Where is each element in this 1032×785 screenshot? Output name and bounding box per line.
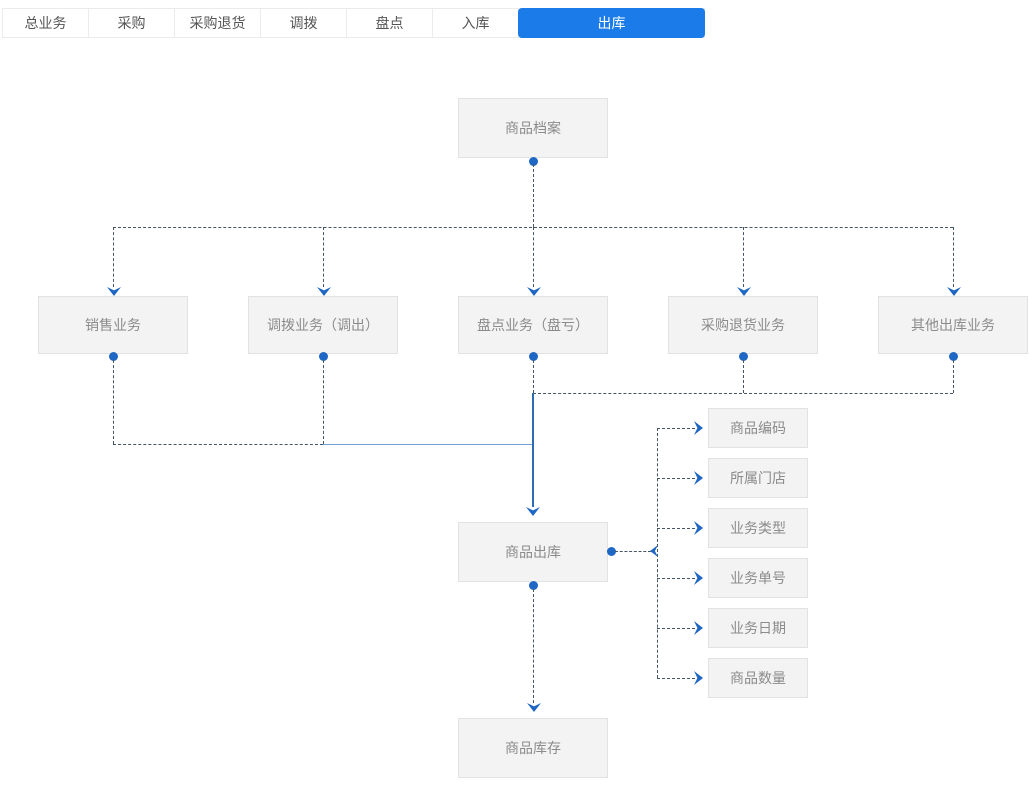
arrow-right-icon — [694, 471, 703, 485]
endpoint-dot — [607, 547, 616, 556]
tab-purchase-return[interactable]: 采购退货 — [175, 9, 261, 37]
arrow-right-icon — [694, 421, 703, 435]
connector-line — [113, 444, 323, 445]
node-sales-business: 销售业务 — [38, 296, 188, 354]
connector-line — [743, 227, 744, 287]
arrow-down-icon — [526, 507, 540, 516]
arrow-down-icon — [107, 287, 121, 296]
attr-business-date: 业务日期 — [708, 608, 808, 648]
connector-line — [657, 478, 695, 479]
connector-line — [657, 628, 695, 629]
attr-product-code: 商品编码 — [708, 408, 808, 448]
connector-line — [657, 428, 658, 678]
connector-line — [323, 444, 532, 445]
arrow-down-icon — [737, 287, 751, 296]
connector-line — [953, 360, 954, 393]
arrow-down-icon — [947, 287, 961, 296]
connector-line — [657, 678, 695, 679]
endpoint-dot — [319, 352, 328, 361]
tab-outbound[interactable]: 出库 — [518, 8, 705, 38]
node-purchase-return-business: 采购退货业务 — [668, 296, 818, 354]
connector-line — [743, 360, 744, 393]
tab-transfer[interactable]: 调拨 — [261, 9, 347, 37]
tab-purchase[interactable]: 采购 — [89, 9, 175, 37]
attr-business-order-no: 业务单号 — [708, 558, 808, 598]
tab-total-business[interactable]: 总业务 — [3, 9, 89, 37]
attr-product-quantity: 商品数量 — [708, 658, 808, 698]
connector-line — [657, 578, 695, 579]
connector-line — [533, 164, 534, 227]
arrow-right-icon — [694, 571, 703, 585]
node-stocktake-loss-business: 盘点业务（盘亏） — [458, 296, 608, 354]
endpoint-dot — [949, 352, 958, 361]
node-product-archive: 商品档案 — [458, 98, 608, 158]
endpoint-dot — [529, 352, 538, 361]
arrow-right-icon — [694, 671, 703, 685]
endpoint-dot — [109, 352, 118, 361]
arrow-right-icon — [694, 621, 703, 635]
node-product-outbound: 商品出库 — [458, 522, 608, 582]
attr-business-type: 业务类型 — [708, 508, 808, 548]
attr-store: 所属门店 — [708, 458, 808, 498]
connector-line — [533, 227, 534, 287]
node-transfer-out-business: 调拨业务（调出） — [248, 296, 398, 354]
node-other-outbound-business: 其他出库业务 — [878, 296, 1028, 354]
arrow-down-icon — [527, 287, 541, 296]
endpoint-dot — [529, 157, 538, 166]
connector-line — [533, 360, 534, 393]
endpoint-dot — [529, 581, 538, 590]
tab-stocktake[interactable]: 盘点 — [347, 9, 433, 37]
connector-line — [532, 393, 534, 507]
arrow-down-icon — [317, 287, 331, 296]
tab-bar: 总业务 采购 采购退货 调拨 盘点 入库 出库 — [2, 8, 705, 38]
connector-line — [533, 589, 534, 703]
tab-inbound[interactable]: 入库 — [433, 9, 519, 37]
connector-line — [657, 428, 695, 429]
connector-line — [323, 227, 324, 287]
brace-junction-icon — [650, 545, 658, 557]
connector-line — [113, 360, 114, 444]
connector-line — [323, 360, 324, 444]
arrow-right-icon — [694, 521, 703, 535]
arrow-down-icon — [527, 703, 541, 712]
endpoint-dot — [739, 352, 748, 361]
connector-line — [615, 551, 651, 552]
connector-line — [533, 393, 953, 394]
node-product-inventory: 商品库存 — [458, 718, 608, 778]
connector-line — [953, 227, 954, 287]
connector-line — [657, 528, 695, 529]
connector-line — [113, 227, 114, 287]
